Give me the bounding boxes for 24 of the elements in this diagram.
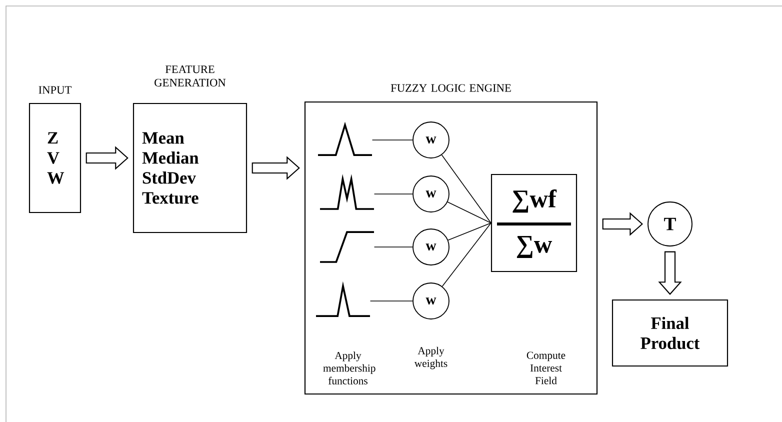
membership-curve bbox=[320, 174, 374, 210]
connector-line bbox=[442, 222, 492, 287]
membership-curve bbox=[316, 281, 370, 317]
membership-curve bbox=[320, 231, 374, 263]
block-arrow bbox=[602, 212, 643, 236]
heading: FEATURE GENERATION bbox=[154, 66, 226, 86]
heading: INPUT bbox=[38, 86, 72, 94]
column-caption: Apply membership functions bbox=[323, 352, 376, 384]
column-caption: Apply weights bbox=[414, 346, 448, 370]
block-arrow bbox=[252, 156, 300, 180]
membership-curve bbox=[318, 122, 372, 156]
connector-line bbox=[441, 154, 492, 224]
process-box: Final Product bbox=[612, 299, 728, 367]
heading: FUZZY LOGIC ENGINE bbox=[390, 84, 511, 92]
block-arrow bbox=[658, 251, 682, 295]
connector-line bbox=[448, 222, 492, 241]
process-box: Z V W bbox=[28, 102, 82, 214]
connector-line bbox=[374, 246, 413, 248]
process-box: Mean Median StdDev Texture bbox=[132, 102, 248, 234]
connector-line bbox=[370, 300, 413, 302]
connector-line bbox=[447, 202, 492, 224]
block-arrow bbox=[86, 146, 128, 170]
fraction-box: ∑wf ∑w bbox=[490, 174, 578, 272]
column-caption: Compute Interest Field bbox=[526, 352, 566, 384]
